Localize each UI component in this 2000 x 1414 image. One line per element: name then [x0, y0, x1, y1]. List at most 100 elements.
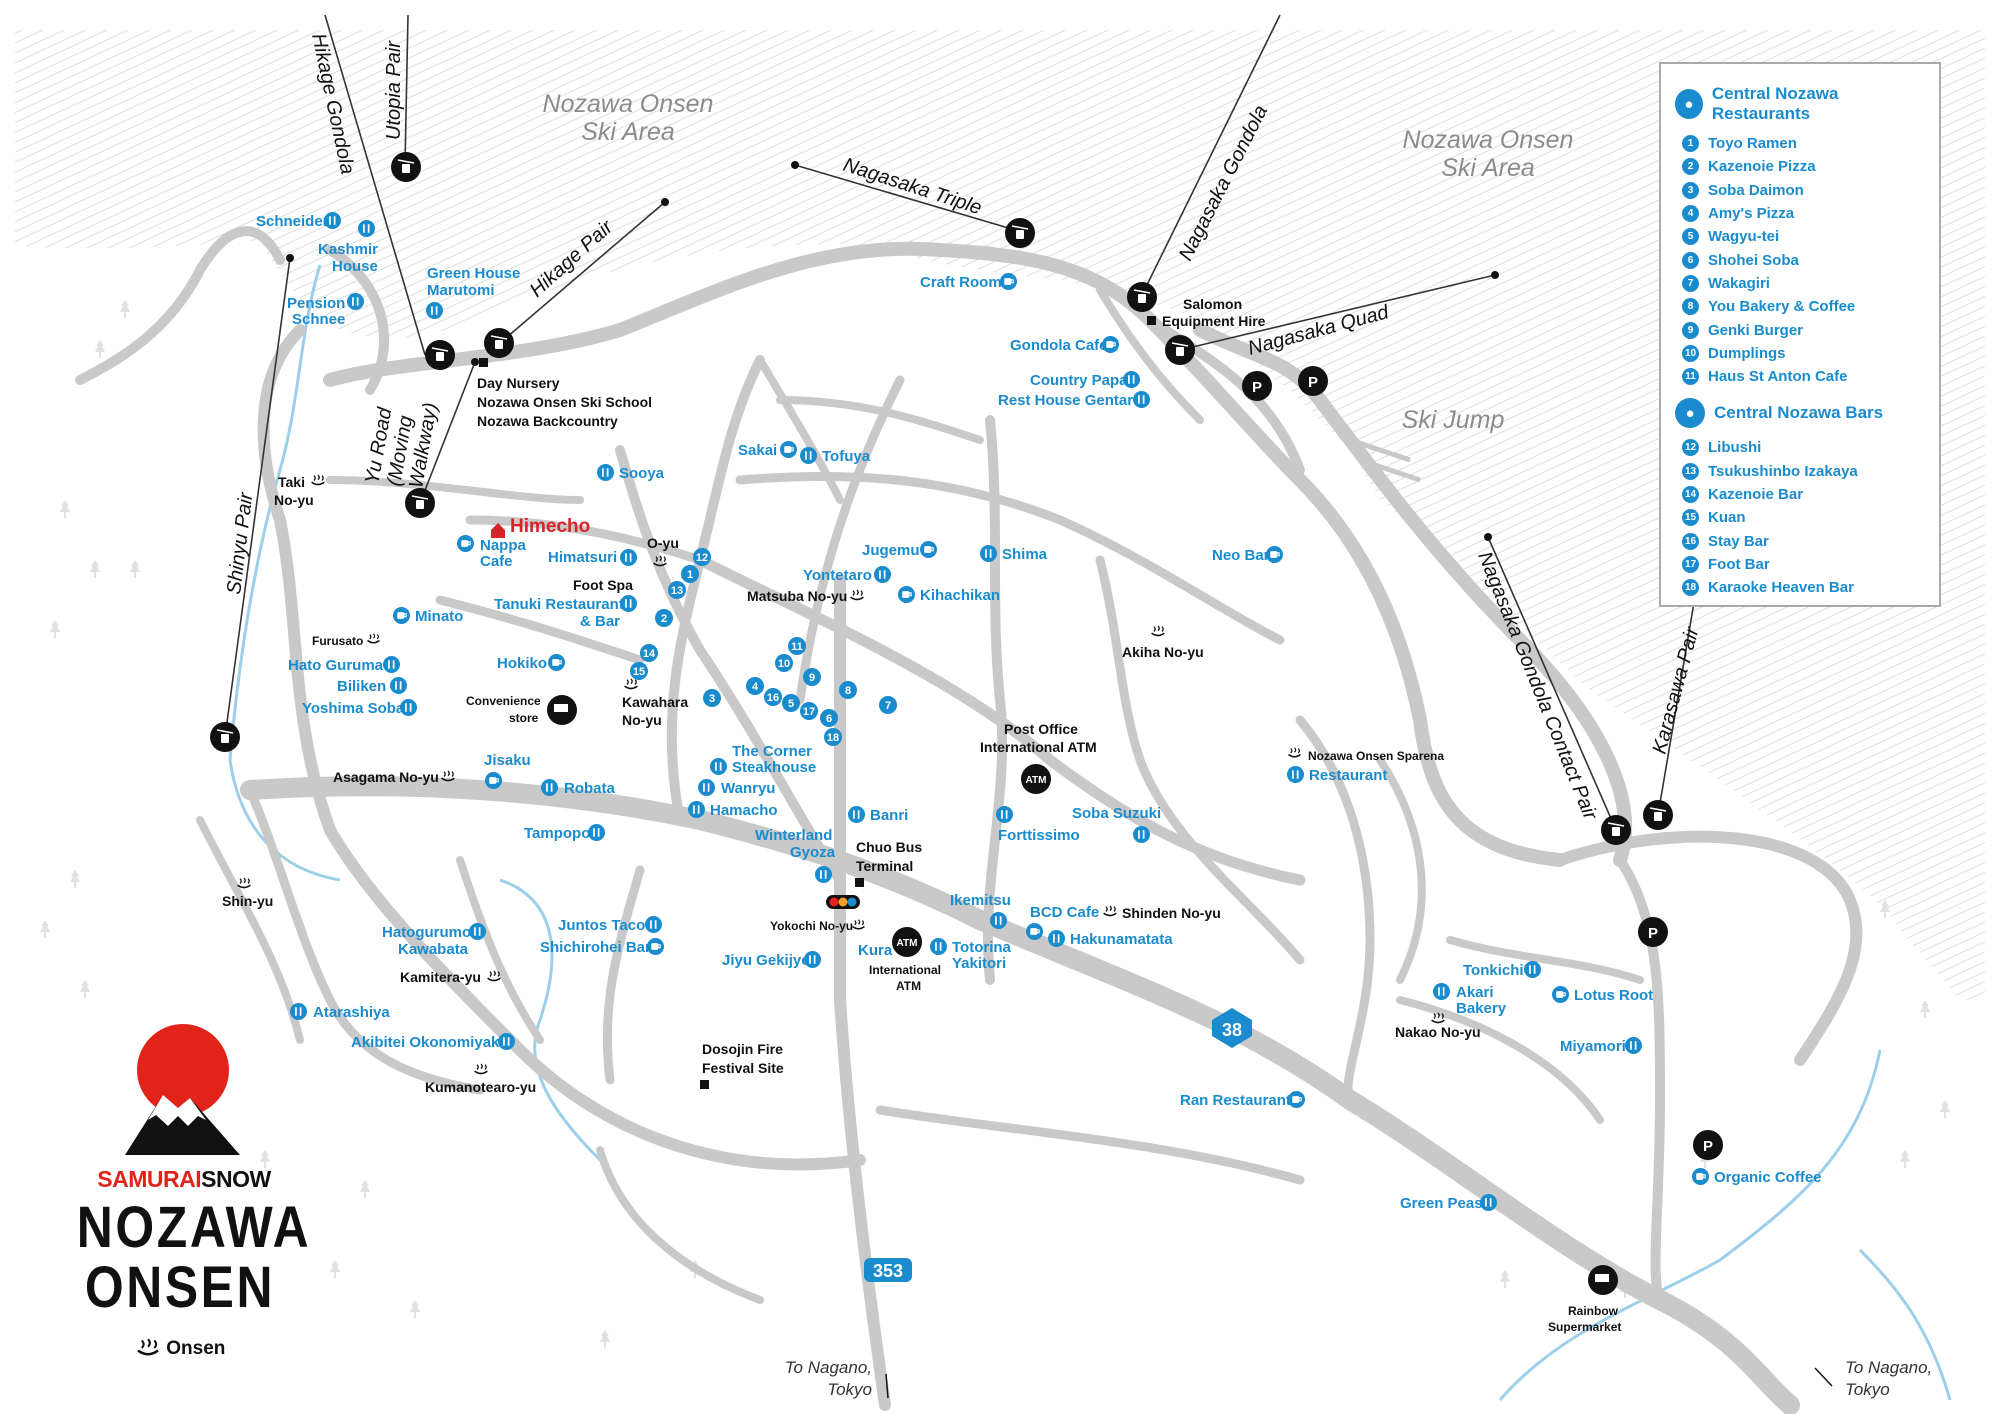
place-sakai[interactable]: Sakai: [738, 441, 797, 459]
numbered-markers[interactable]: 1 2 3 4 5 6 7 8 9 10 11 12 13 14 15 16 1…: [630, 548, 897, 746]
lift-icon[interactable]: [1165, 335, 1195, 365]
lift-icon[interactable]: [425, 340, 455, 370]
place-hato-guruma[interactable]: Hato Guruma: [288, 656, 400, 674]
lift-icon[interactable]: [484, 328, 514, 358]
place-bcd-cafe[interactable]: BCD Cafe: [1026, 904, 1099, 940]
onsen-o-yu[interactable]: O-yu: [647, 535, 679, 567]
place-craft-room[interactable]: Craft Room: [920, 273, 1017, 291]
place-juntos-tacos[interactable]: Juntos Tacos: [558, 916, 662, 934]
onsen-shin-yu[interactable]: Shin-yu: [222, 877, 273, 909]
place-tanuki[interactable]: Tanuki Restaurant& Bar: [494, 595, 637, 630]
onsen-matsuba[interactable]: Matsuba No-yu: [747, 588, 865, 604]
place-sparena-restaurant[interactable]: Restaurant: [1287, 766, 1387, 784]
onsen-kamitera[interactable]: Kamitera-yu: [400, 969, 502, 985]
place-jugemu[interactable]: Jugemu: [862, 541, 937, 559]
place-tonkichi[interactable]: Tonkichi: [1463, 961, 1541, 979]
place-kura[interactable]: Kura: [858, 942, 893, 959]
lift-icon[interactable]: [1127, 282, 1157, 312]
place-gondola-cafe[interactable]: Gondola Cafe: [1010, 336, 1119, 354]
place-soba-suzuki[interactable]: Soba Suzuki: [1072, 805, 1161, 843]
onsen-nakao[interactable]: Nakao No-yu: [1395, 1012, 1481, 1040]
place-miyamori[interactable]: Miyamori: [1560, 1037, 1642, 1055]
place-banri[interactable]: Banri: [848, 806, 908, 824]
place-neo-bar[interactable]: Neo Bar: [1212, 546, 1283, 564]
place-lotus-root[interactable]: Lotus Root: [1552, 986, 1653, 1004]
lift-icon[interactable]: [391, 152, 421, 182]
onsen-yokochi[interactable]: Yokochi No-yu: [770, 919, 866, 933]
place-atarashiya[interactable]: Atarashiya: [290, 1003, 390, 1021]
place-ran-restaurant[interactable]: Ran Restaurant: [1180, 1091, 1305, 1109]
place-minato[interactable]: Minato: [393, 607, 463, 625]
onsen-akiha[interactable]: Akiha No-yu: [1122, 625, 1204, 660]
place-jiyu-gekijyo[interactable]: Jiyu Gekijyo: [722, 951, 821, 969]
onsen-shinden[interactable]: Shinden No-yu: [1102, 905, 1221, 921]
place-rest-house-gentaro[interactable]: Rest House Gentaro: [998, 391, 1150, 409]
place-jisaku[interactable]: Jisaku: [484, 752, 531, 789]
place-robata[interactable]: Robata: [541, 779, 615, 797]
place-ikemitsu[interactable]: Ikemitsu: [950, 892, 1011, 929]
place-hokiko[interactable]: Hokiko: [497, 654, 565, 672]
onsen-sparena[interactable]: Nozawa Onsen Sparena: [1287, 747, 1445, 763]
lift-icon[interactable]: [1601, 815, 1631, 845]
place-country-papa[interactable]: Country Papa: [1030, 371, 1140, 389]
onsen-asagama[interactable]: Asagama No-yu: [333, 769, 456, 785]
place-tampopo[interactable]: Tampopo: [524, 824, 605, 842]
place-shichirohei-bar[interactable]: Shichirohei Bar: [540, 938, 664, 956]
onsen-kumanotearo[interactable]: Kumanotearo-yu: [425, 1063, 536, 1095]
place-foot-spa[interactable]: Foot Spa: [573, 577, 633, 593]
place-kihachikan[interactable]: Kihachikan: [898, 586, 1000, 604]
place-hamacho[interactable]: Hamacho: [688, 801, 778, 819]
place-yontetaro[interactable]: Yontetaro: [803, 566, 891, 584]
lift-icon[interactable]: [405, 488, 435, 518]
shopping-cart-icon[interactable]: [547, 695, 1618, 1295]
lift-icon[interactable]: [1005, 218, 1035, 248]
place-organic-coffee[interactable]: Organic Coffee: [1692, 1168, 1822, 1186]
place-green-peas[interactable]: Green Peas: [1400, 1194, 1497, 1212]
place-himatsuri[interactable]: Himatsuri: [548, 549, 637, 566]
place-sooya[interactable]: Sooya: [597, 464, 665, 482]
parking-icon[interactable]: P P P P: [1242, 366, 1723, 1160]
onsen-furusato[interactable]: Furusato: [312, 633, 381, 648]
place-wanryu[interactable]: Wanryu: [698, 779, 775, 797]
place-akibitei[interactable]: Akibitei Okonomiyaki: [351, 1033, 515, 1051]
place-hakunamatata[interactable]: Hakunamatata: [1048, 930, 1173, 948]
place-shima[interactable]: Shima: [980, 545, 1048, 563]
place-yoshima-soba[interactable]: Yoshima Soba: [302, 699, 417, 717]
place-biliken[interactable]: Biliken: [337, 677, 407, 695]
atm-icon[interactable]: ATM ATM: [892, 764, 1051, 957]
lift-icon[interactable]: [1643, 800, 1673, 830]
